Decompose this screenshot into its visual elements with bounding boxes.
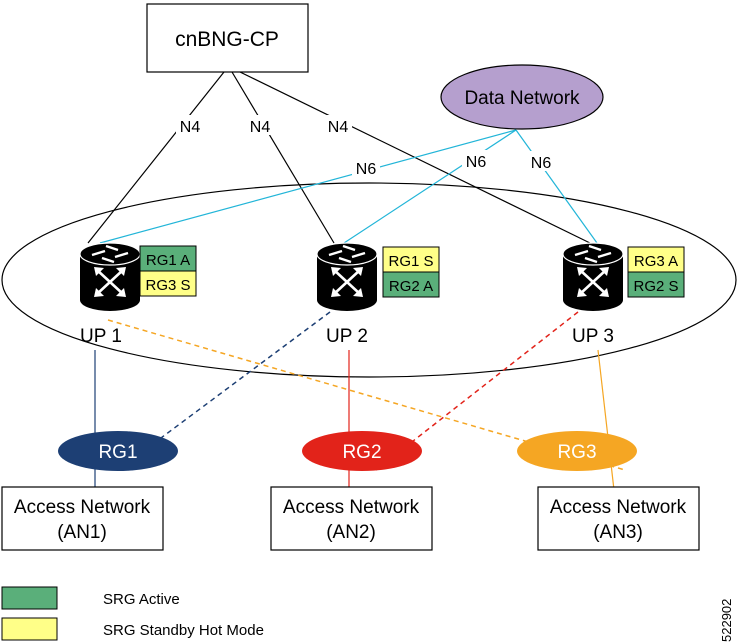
data-network-node: Data Network bbox=[440, 64, 604, 130]
rg2-node: RG2 bbox=[302, 431, 422, 471]
up2-rg-bottom-badge bbox=[382, 271, 440, 298]
rg2-standby-link bbox=[375, 311, 579, 471]
user-plane-2: RG1 S RG2 A UP 2 bbox=[315, 241, 440, 347]
legend-standby-label: SRG Standby Hot Mode bbox=[103, 622, 264, 639]
rg2-label: RG2 bbox=[342, 442, 381, 463]
up2-rg-top: RG1 S bbox=[388, 253, 433, 270]
up3-rg-bottom: RG2 S bbox=[633, 278, 678, 295]
n4-label-3: N4 bbox=[328, 119, 349, 136]
figure-id: 522902 bbox=[719, 599, 734, 642]
n6-label-1: N6 bbox=[356, 161, 377, 178]
rg3-label: RG3 bbox=[557, 442, 596, 463]
router-icon bbox=[561, 241, 625, 313]
legend-standby-swatch bbox=[1, 617, 58, 641]
control-plane-box: cnBNG-CP bbox=[146, 3, 309, 73]
n6-label-3: N6 bbox=[531, 155, 552, 172]
up1-rg-bottom: RG3 S bbox=[145, 277, 190, 294]
n4-label-1: N4 bbox=[180, 119, 201, 136]
access-network-2: Access Network (AN2) bbox=[270, 486, 433, 551]
an2-line2: (AN2) bbox=[326, 522, 376, 543]
router-icon bbox=[78, 241, 142, 313]
up3-rg-top-badge bbox=[627, 246, 685, 273]
user-plane-1: RG1 A RG3 S UP 1 bbox=[78, 241, 197, 347]
up1-rg-top: RG1 A bbox=[146, 252, 190, 269]
an3-line2: (AN3) bbox=[593, 522, 643, 543]
n6-links bbox=[99, 129, 598, 244]
access-network-1: Access Network (AN1) bbox=[1, 486, 164, 551]
up2-rg-top-badge bbox=[382, 246, 440, 273]
router-icon bbox=[315, 241, 379, 313]
n6-label-2: N6 bbox=[466, 154, 487, 171]
rg1-label: RG1 bbox=[98, 442, 137, 463]
legend-active-swatch bbox=[1, 586, 58, 610]
an3-line1: Access Network bbox=[550, 497, 687, 518]
up2-label: UP 2 bbox=[326, 326, 368, 347]
an1-line1: Access Network bbox=[14, 497, 151, 518]
up1-rg-top-badge bbox=[139, 245, 197, 272]
interface-labels: N4 N4 N4 N6 N6 N6 bbox=[176, 115, 555, 178]
user-plane-3: RG3 A RG2 S UP 3 bbox=[561, 241, 685, 347]
up1-label: UP 1 bbox=[80, 326, 122, 347]
rg3-node: RG3 bbox=[517, 431, 637, 471]
control-plane-label: cnBNG-CP bbox=[175, 28, 279, 51]
legend: SRG Active SRG Standby Hot Mode bbox=[1, 586, 264, 641]
up3-label: UP 3 bbox=[572, 326, 614, 347]
an2-line1: Access Network bbox=[283, 497, 420, 518]
user-plane-cluster bbox=[1, 182, 737, 378]
n4-label-2: N4 bbox=[250, 119, 271, 136]
up3-rg-top: RG3 A bbox=[634, 253, 678, 270]
legend-active-label: SRG Active bbox=[103, 591, 180, 608]
an1-line2: (AN1) bbox=[57, 522, 107, 543]
up2-rg-bottom: RG2 A bbox=[389, 278, 433, 295]
rg1-node: RG1 bbox=[58, 431, 178, 471]
up1-rg-bottom-badge bbox=[139, 270, 197, 297]
up3-rg-bottom-badge bbox=[627, 271, 685, 298]
access-network-3: Access Network (AN3) bbox=[537, 486, 700, 551]
data-network-label: Data Network bbox=[464, 88, 580, 109]
